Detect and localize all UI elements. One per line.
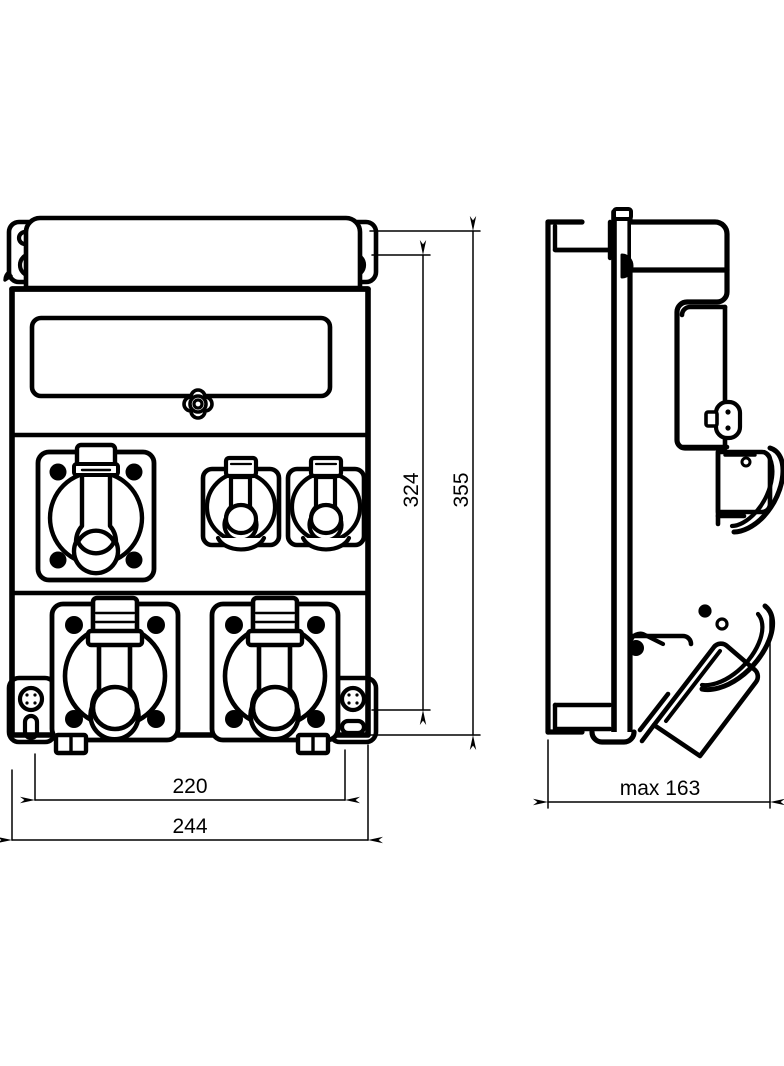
side-shelf-top (552, 223, 613, 253)
side-cover-cap (612, 207, 633, 221)
socket-cee-bottom-right[interactable] (209, 595, 341, 743)
socket-schuko-1[interactable] (200, 455, 282, 552)
dim-label-220: 220 (172, 775, 207, 798)
socket-flap-lower[interactable] (637, 603, 776, 759)
side-recess-profile (674, 267, 730, 451)
socket-flap-upper[interactable] (715, 445, 784, 535)
socket-schuko-2[interactable] (285, 455, 367, 552)
dim-label-max-163: max 163 (620, 777, 701, 800)
breaker-window (29, 315, 333, 399)
side-recess-lip (679, 304, 728, 318)
enclosure-top-cover (23, 215, 363, 291)
lug-screwhole-bl (17, 685, 45, 713)
socket-cee-large-left[interactable] (35, 442, 157, 583)
socket-cee-bottom-left[interactable] (49, 595, 181, 743)
foot-right (295, 732, 331, 756)
side-view (545, 207, 784, 759)
quarter-turn-latch (182, 388, 214, 420)
side-hinge-pin (628, 640, 644, 656)
front-view (3, 215, 379, 756)
side-latch-lug (704, 399, 743, 441)
foot-left (53, 732, 89, 756)
side-shelf-bottom (552, 702, 613, 732)
dim-label-355: 355 (450, 472, 473, 507)
side-hinge-shelf (628, 633, 694, 647)
dim-label-244: 244 (172, 815, 207, 838)
dim-label-324: 324 (400, 472, 423, 507)
dimension-annotations: 324 355 220 244 max 163 (0, 216, 784, 844)
lug-slot-br (339, 718, 367, 736)
lug-slot-bl (22, 713, 40, 741)
side-cover-upper-block (628, 219, 730, 273)
side-mounting-foot (589, 729, 637, 745)
mounting-lug-bottom-left (6, 675, 58, 745)
side-latch-boss (620, 253, 634, 279)
lug-screwhole-br (339, 685, 367, 713)
